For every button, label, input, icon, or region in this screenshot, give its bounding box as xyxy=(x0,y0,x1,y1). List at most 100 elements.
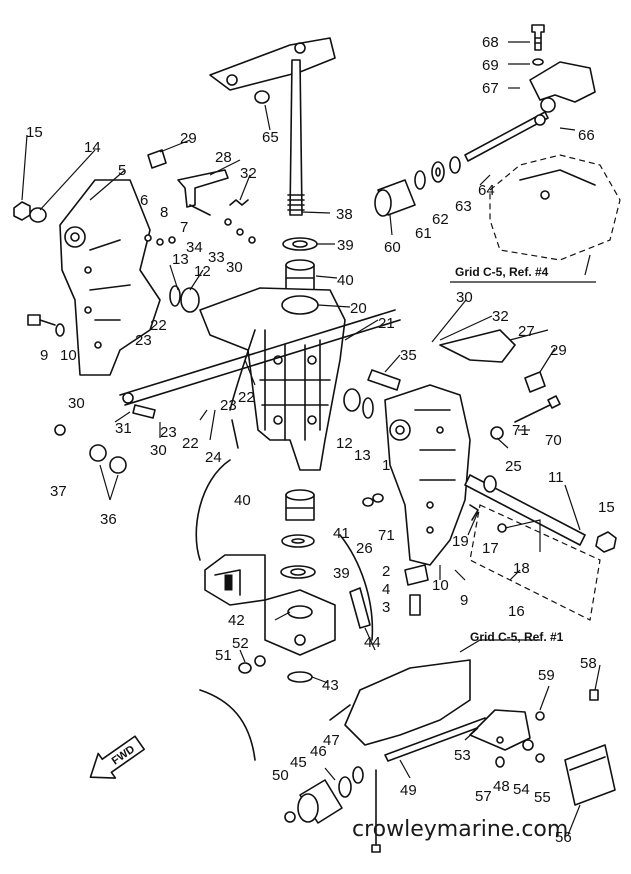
part-label-20: 20 xyxy=(350,300,367,317)
part-68-bolt xyxy=(531,24,545,51)
part-label-57: 57 xyxy=(475,788,492,805)
lower-housing-reference xyxy=(329,639,540,746)
part-60-bushing xyxy=(374,179,416,217)
part-number-labels: 1 2 3 4 5 6 7 8 9 9 10 10 11 12 12 13 13… xyxy=(26,34,615,846)
part-label-67: 67 xyxy=(482,80,499,97)
part-label-66: 66 xyxy=(578,127,595,144)
part-27-lever-right xyxy=(439,329,516,363)
part-label-15-right: 15 xyxy=(598,499,615,516)
outline-curves xyxy=(195,329,374,761)
swivel-bracket xyxy=(199,287,346,471)
part-64-rod xyxy=(464,111,549,162)
part-37-nut xyxy=(54,424,66,436)
part-41-washer xyxy=(281,534,315,548)
part-label-69: 69 xyxy=(482,57,499,74)
part-15-nut-right xyxy=(595,531,617,553)
part-label-22-a: 22 xyxy=(150,317,167,334)
part-25-washer xyxy=(490,426,504,440)
part-30-spacer-left xyxy=(122,392,134,404)
part-35-pin xyxy=(367,369,401,391)
part-39-washer xyxy=(282,237,318,251)
part-70-bolt xyxy=(514,395,561,423)
part-65-bushing xyxy=(254,90,270,104)
part-label-29-top: 29 xyxy=(180,130,197,147)
steering-arm-assembly xyxy=(209,37,336,216)
part-label-16: 16 xyxy=(508,603,525,620)
part-label-59: 59 xyxy=(538,667,555,684)
part-label-13-right: 13 xyxy=(354,447,371,464)
part-49-rod xyxy=(384,717,489,762)
part-label-44: 44 xyxy=(364,634,381,651)
part-28-lever xyxy=(177,169,229,216)
part-label-51: 51 xyxy=(215,647,232,664)
part-43-o-ring xyxy=(287,671,313,683)
part-47-washer xyxy=(352,766,364,784)
part-label-31: 31 xyxy=(115,420,132,437)
part-label-24: 24 xyxy=(205,449,222,466)
parts-48-54-55-57 xyxy=(495,711,545,768)
part-61-washer xyxy=(414,170,426,190)
part-label-11: 11 xyxy=(548,469,564,486)
part-11-shaft xyxy=(464,474,586,546)
part-label-55: 55 xyxy=(534,789,551,806)
part-label-33: 33 xyxy=(208,249,225,266)
part-label-48: 48 xyxy=(493,778,510,795)
part-label-60: 60 xyxy=(384,239,401,256)
part-50-washer xyxy=(284,811,296,823)
part-label-52: 52 xyxy=(232,635,249,652)
part-label-32-right: 32 xyxy=(492,308,509,325)
part-label-22-c: 22 xyxy=(182,435,199,452)
part-label-47: 47 xyxy=(323,732,340,749)
part-44-bracket xyxy=(349,587,371,629)
part-label-4: 4 xyxy=(382,581,390,598)
part-label-13-left: 13 xyxy=(172,251,189,268)
part-label-71-b: 71 xyxy=(378,527,395,544)
part-label-2: 2 xyxy=(382,563,390,580)
part-label-49: 49 xyxy=(400,782,417,799)
part-bolt-lower xyxy=(371,769,381,853)
part-label-62: 62 xyxy=(432,211,449,228)
part-42-lower-mount xyxy=(264,589,336,656)
part-label-68: 68 xyxy=(482,34,499,51)
part-46-washer xyxy=(338,776,352,798)
part-40-bushing-lower xyxy=(285,489,315,521)
leader-lines xyxy=(21,41,601,836)
part-19-nut xyxy=(469,504,479,521)
part-label-45: 45 xyxy=(290,754,307,771)
part-2-block xyxy=(404,564,429,586)
part-17-spacer xyxy=(497,523,507,533)
part-12-bushing-left xyxy=(180,287,200,313)
part-label-25: 25 xyxy=(505,458,522,475)
part-label-40-lower: 40 xyxy=(234,492,251,509)
part-label-12-right: 12 xyxy=(336,435,353,452)
part-label-9-right: 9 xyxy=(460,592,468,609)
part-3-bolt xyxy=(409,594,421,616)
part-label-23-c: 23 xyxy=(160,424,177,441)
part-label-56: 56 xyxy=(555,829,572,846)
part-label-28: 28 xyxy=(215,149,232,166)
watermark: crowleymarine.com xyxy=(352,817,568,842)
part-36-bushings xyxy=(89,444,127,474)
part-32-spring-upper xyxy=(229,199,249,206)
part-label-12-left: 12 xyxy=(194,263,211,280)
grid-ref-top: Grid C-5, Ref. #4 xyxy=(455,265,549,279)
part-label-30-d: 30 xyxy=(150,442,167,459)
part-label-39-upper: 39 xyxy=(337,237,354,254)
small-fasteners-upper xyxy=(144,218,256,246)
part-69-washer xyxy=(532,58,544,66)
part-16-bracket-outline xyxy=(469,504,601,621)
part-56-cover xyxy=(564,744,616,806)
part-label-3: 3 xyxy=(382,599,390,616)
part-29-block-upper xyxy=(147,149,167,169)
part-label-23-a: 23 xyxy=(135,332,152,349)
part-40-bushing-upper xyxy=(285,259,315,291)
part-label-22-b: 22 xyxy=(238,389,255,406)
part-label-64: 64 xyxy=(478,182,495,199)
part-label-29-right: 29 xyxy=(550,342,567,359)
part-13-washer-left xyxy=(169,285,181,307)
part-label-8: 8 xyxy=(160,204,168,221)
part-label-18: 18 xyxy=(513,560,530,577)
part-label-27: 27 xyxy=(518,323,535,340)
part-24-pin xyxy=(231,419,239,449)
